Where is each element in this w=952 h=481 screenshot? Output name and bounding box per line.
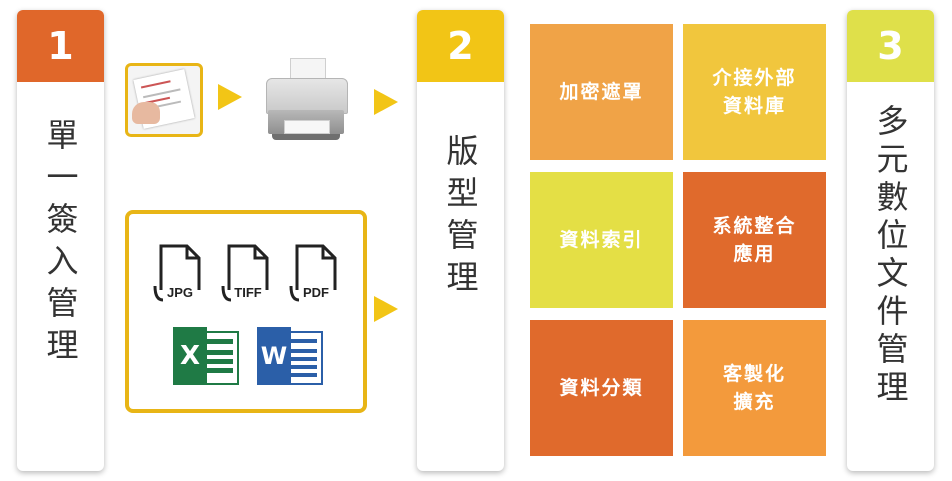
printer-icon: [262, 58, 350, 144]
excel-icon: X: [173, 327, 239, 385]
excel-letter: X: [173, 327, 207, 385]
word-icon: W: [257, 327, 323, 385]
step-1-column: 1 單一簽入管理: [17, 10, 104, 471]
pdf-label: PDF: [303, 285, 329, 300]
word-letter: W: [257, 327, 291, 385]
tiff-label: TIFF: [234, 285, 262, 300]
step-1-label: 單一簽入管理: [41, 118, 80, 370]
jpg-file-icon: JPG: [151, 242, 209, 304]
digital-formats-frame: JPG TIFF PDF X W: [125, 210, 367, 413]
step-2-column: 2 版型管理: [417, 10, 504, 471]
tile-data-index: 資料索引: [530, 172, 673, 308]
step-1-number: 1: [17, 10, 104, 82]
step-2-label: 版型管理: [441, 134, 480, 302]
scanned-document-thumbnail: [125, 63, 203, 137]
jpg-label: JPG: [166, 285, 193, 300]
tiff-file-icon: TIFF: [219, 242, 277, 304]
tile-encryption-mask: 加密遮罩: [530, 24, 673, 160]
arrow-right-icon: [374, 89, 398, 115]
hand-icon: [132, 102, 160, 124]
pdf-file-icon: PDF: [287, 242, 345, 304]
tile-data-classification: 資料分類: [530, 320, 673, 456]
tile-external-database: 介接外部 資料庫: [683, 24, 826, 160]
tile-custom-extension: 客製化 擴充: [683, 320, 826, 456]
step-1-label-wrap: 單一簽入管理: [17, 82, 104, 370]
arrow-right-icon: [374, 296, 398, 322]
arrow-right-icon: [218, 84, 242, 110]
step-3-number: 3: [847, 10, 934, 82]
tile-system-integration: 系統整合 應用: [683, 172, 826, 308]
step-2-number: 2: [417, 10, 504, 82]
step-2-label-wrap: 版型管理: [417, 82, 504, 302]
step-3-label-wrap: 多元數位文件管理: [847, 82, 934, 408]
step-3-column: 3 多元數位文件管理: [847, 10, 934, 471]
step-3-label: 多元數位文件管理: [871, 104, 910, 408]
